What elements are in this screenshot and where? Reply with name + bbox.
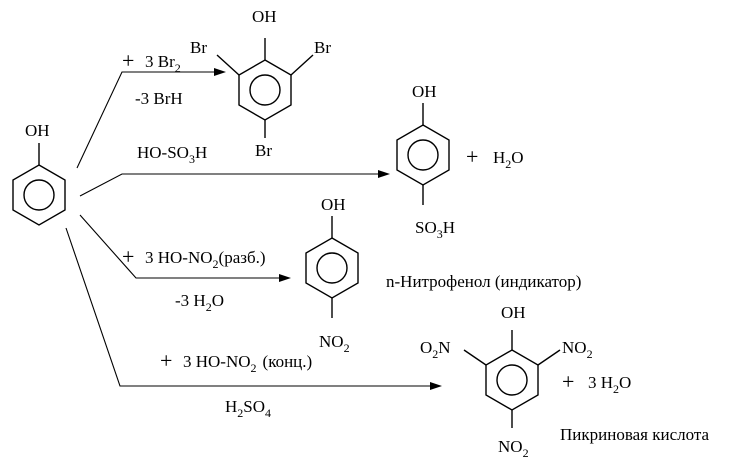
nitrophenol-benzene-ring (305, 237, 359, 299)
nitrophenol-name: n-Нитрофенол (индикатор) (386, 272, 581, 291)
tribromophenol-benzene-ring (238, 59, 292, 121)
sulfonation-arrowhead (378, 170, 390, 178)
sulfonic-acid-aromatic-circle (407, 139, 439, 171)
bromination-reaction: + 3 Br2 -3 BrH OH Br Br Br (76, 7, 331, 169)
sulfonic-acid-structure: OH SO3H (396, 82, 455, 241)
nitration-dilute-reagent: 3 HO-NO2(разб.) (145, 248, 266, 271)
phenol-aromatic-circle (23, 179, 55, 211)
picric-acid-no2-right-label: NO2 (562, 338, 593, 361)
tribromophenol-br-right-label: Br (314, 38, 331, 57)
bromination-plus: + (122, 48, 134, 73)
tribromophenol-structure: OH Br Br Br (190, 7, 331, 160)
nitrophenol-aromatic-circle (316, 252, 348, 284)
tribromophenol-br-right-bond (290, 54, 314, 76)
sulfonation-extra-plus: + (466, 144, 478, 169)
picric-acid-oh-label: OH (501, 303, 526, 322)
nitration-conc-water: 3 H2O (588, 373, 631, 396)
picric-acid-no2-right-bond (537, 349, 561, 366)
bromination-arrow (76, 71, 214, 169)
nitrophenol-oh-label: OH (321, 195, 346, 214)
nitration-dilute-arrowhead (279, 274, 291, 282)
tribromophenol-br-left-label: Br (190, 38, 207, 57)
nitration-dilute-byproduct: -3 H2O (175, 291, 224, 314)
picric-acid-benzene-ring (485, 349, 539, 411)
nitrophenol-structure: OH NO2 (305, 195, 359, 355)
picric-acid-no2-left-label: O2N (420, 338, 451, 361)
tribromophenol-br-left-bond (216, 54, 240, 76)
picric-acid-no2-bottom-label: NO2 (498, 437, 529, 460)
phenol-benzene-ring (12, 164, 66, 226)
bromination-arrowhead (214, 68, 226, 76)
phenol-structure: OH (12, 121, 66, 226)
sulfonation-reaction: HO-SO3H OH SO3H + H2O (79, 82, 524, 241)
bromination-reagent: 3 Br2 (145, 52, 181, 75)
nitration-conc-catalyst: H2SO4 (225, 397, 271, 420)
nitration-conc-arrow (65, 227, 430, 387)
picric-acid-no2-left-bond (463, 349, 487, 366)
bromination-byproduct: -3 BrH (135, 89, 183, 108)
sulfonation-reagent: HO-SO3H (137, 143, 207, 166)
picric-acid-structure: OH O2N NO2 NO2 (420, 303, 593, 460)
picric-acid-aromatic-circle (496, 364, 528, 396)
sulfonic-acid-oh-label: OH (412, 82, 437, 101)
nitration-dilute-plus: + (122, 244, 134, 269)
picric-acid-name: Пикриновая кислота (560, 425, 710, 444)
nitration-conc-reagent: 3 HO-NO2(конц.) (183, 352, 312, 375)
nitration-dilute-reaction: + 3 HO-NO2(разб.) -3 H2O OH NO2 n-Нитроф… (79, 195, 581, 355)
sulfonic-acid-group-label: SO3H (415, 218, 455, 241)
sulfonation-water: H2O (493, 148, 524, 171)
nitration-conc-plus: + (160, 348, 172, 373)
nitrophenol-no2-label: NO2 (319, 332, 350, 355)
nitration-conc-reaction: + 3 HO-NO2(конц.) H2SO4 OH O2N NO2 NO2 +… (65, 227, 710, 460)
tribromophenol-br-bottom-label: Br (255, 141, 272, 160)
tribromophenol-oh-label: OH (252, 7, 277, 26)
sulfonic-acid-benzene-ring (396, 124, 450, 186)
sulfonation-arrow (79, 173, 378, 197)
phenol-oh-label: OH (25, 121, 50, 140)
nitration-conc-extra-plus: + (562, 369, 574, 394)
tribromophenol-aromatic-circle (249, 74, 281, 106)
nitration-dilute-arrow (79, 214, 279, 279)
nitration-conc-arrowhead (430, 382, 442, 390)
